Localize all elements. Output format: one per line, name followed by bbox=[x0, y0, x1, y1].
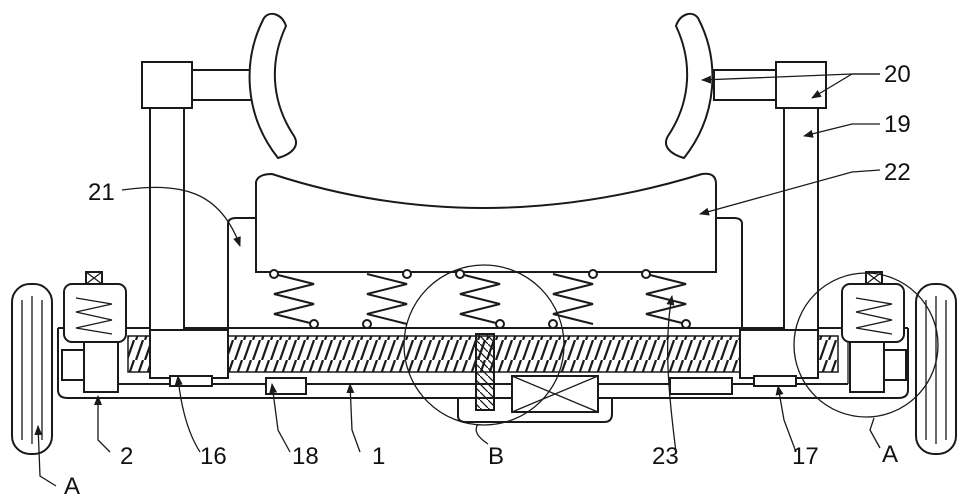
arm-left bbox=[191, 69, 255, 101]
spring-4 bbox=[548, 269, 598, 329]
spring-3 bbox=[455, 269, 505, 329]
clamp-pad-right bbox=[665, 12, 714, 160]
guide-pad-right bbox=[753, 375, 797, 387]
arm-right bbox=[713, 69, 777, 101]
label-21: 21 bbox=[88, 179, 115, 206]
label-2: 2 bbox=[120, 443, 133, 470]
slider-block-left bbox=[149, 329, 229, 379]
label-17: 17 bbox=[792, 443, 819, 470]
top-cap-right bbox=[775, 61, 827, 109]
spring-row bbox=[269, 269, 691, 329]
guide-pad-left bbox=[169, 375, 213, 387]
spring-1 bbox=[269, 269, 319, 329]
label-1: 1 bbox=[372, 443, 385, 470]
spring-5 bbox=[641, 269, 691, 329]
guide-rail-right bbox=[669, 377, 733, 395]
wheel-assembly-right bbox=[841, 271, 957, 455]
label-23: 23 bbox=[652, 443, 679, 470]
label-b: B bbox=[488, 443, 504, 470]
detail-circle-b bbox=[403, 264, 565, 426]
clamp-pad-left bbox=[248, 12, 297, 160]
wheel-assembly-left bbox=[11, 271, 127, 455]
leader-lines bbox=[34, 73, 881, 487]
label-18: 18 bbox=[292, 443, 319, 470]
top-cap-left bbox=[141, 61, 193, 109]
label-a-right: A bbox=[882, 441, 898, 468]
label-a-left: A bbox=[64, 473, 80, 500]
drive-gear bbox=[475, 333, 495, 411]
label-19: 19 bbox=[884, 111, 911, 138]
detail-circle-a bbox=[793, 272, 939, 418]
spring-2 bbox=[362, 269, 412, 329]
post-left bbox=[149, 107, 185, 331]
motor-mount bbox=[457, 398, 613, 423]
part-labels: 20 19 22 21 23 17 A A 2 16 18 1 B bbox=[64, 61, 911, 500]
saddle-seat bbox=[255, 172, 717, 273]
label-22: 22 bbox=[884, 159, 911, 186]
label-16: 16 bbox=[200, 443, 227, 470]
label-20: 20 bbox=[884, 61, 911, 88]
post-right bbox=[783, 107, 819, 331]
slider-block-right bbox=[739, 329, 819, 379]
support-box bbox=[227, 217, 743, 328]
